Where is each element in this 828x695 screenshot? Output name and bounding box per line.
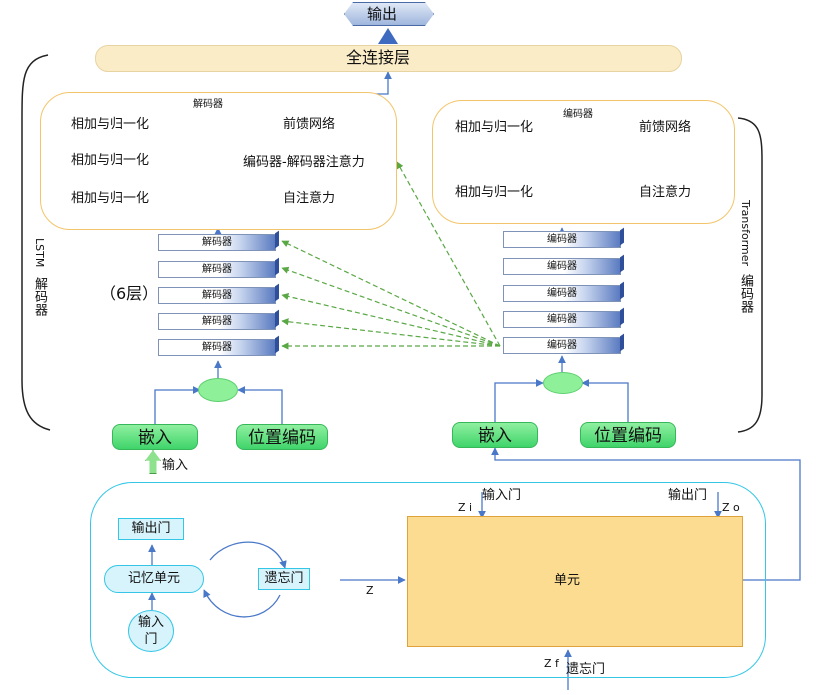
forget-gate-label: 遗忘门	[566, 662, 606, 677]
cell-to-encoder-arrow	[491, 447, 801, 581]
output-label: 输出	[367, 5, 398, 23]
decoder-ffn: 前馈网络	[283, 117, 336, 132]
encoder-embed: 嵌入	[452, 422, 538, 448]
lstm-input-gate: 输入门	[128, 610, 174, 652]
layers-note: （6层）	[100, 284, 159, 303]
fc-label: 全连接层	[346, 48, 411, 67]
output-gate-label: 输出门	[668, 488, 708, 503]
lstm-output-gate: 输出门	[118, 518, 184, 540]
lstm-memory-cell: 记忆单元	[104, 565, 204, 593]
decoder-pos-enc: 位置编码	[236, 424, 328, 450]
encoder-add-norm-2: 相加与归一化	[455, 185, 534, 200]
decoder-embed: 嵌入	[112, 424, 198, 450]
lstm-cell: 单元	[407, 516, 743, 647]
encoder-side-label: Transformer 编码器	[738, 200, 753, 314]
decoder-add-norm-2: 相加与归一化	[71, 153, 150, 168]
decoder-add-norm-3: 相加与归一化	[71, 191, 150, 206]
lstm-forget-gate: 遗忘门	[258, 568, 310, 590]
zf-label: Z f	[544, 657, 559, 670]
output-up-arrowhead	[378, 28, 398, 44]
encoder-layer: 编码器	[503, 258, 621, 275]
decoder-layer: 解码器	[158, 234, 276, 251]
decoder-layer: 解码器	[158, 339, 276, 356]
decoder-title: 解码器	[193, 99, 223, 110]
decoder-input-label: 输入	[162, 458, 189, 473]
output-node: 输出	[344, 2, 434, 26]
encoder-layer: 编码器	[503, 337, 621, 354]
encoder-layer: 编码器	[503, 285, 621, 302]
decoder-add-norm-1: 相加与归一化	[71, 117, 150, 132]
fully-connected-layer: 全连接层	[95, 45, 682, 72]
encoder-self-attention: 自注意力	[639, 185, 692, 200]
encoder-add-node	[543, 372, 583, 394]
decoder-detail-panel: 解码器 相加与归一化 前馈网络 相加与归一化 编码器-解码器注意力 相加与归一化…	[40, 92, 397, 230]
encoder-ffn: 前馈网络	[639, 120, 692, 135]
encoder-title: 编码器	[563, 109, 593, 120]
encoder-detail-panel: 编码器 相加与归一化 前馈网络 相加与归一化 自注意力	[432, 100, 735, 224]
encoder-add-norm-1: 相加与归一化	[455, 120, 534, 135]
zo-label: Z o	[722, 501, 740, 514]
input-gate-label: 输入门	[482, 488, 522, 503]
right-bracket	[737, 117, 763, 433]
cell-label: 单元	[554, 573, 581, 588]
zi-label: Z i	[458, 501, 473, 514]
decoder-side-label: LSTM 解码器	[32, 238, 47, 317]
decoder-self-attention: 自注意力	[283, 191, 336, 206]
encoder-layer: 编码器	[503, 311, 621, 328]
decoder-add-node	[198, 378, 238, 402]
decoder-enc-dec-attention: 编码器-解码器注意力	[243, 155, 365, 170]
decoder-layer: 解码器	[158, 313, 276, 330]
z-label: Z	[366, 584, 374, 597]
encoder-layer: 编码器	[503, 231, 621, 248]
attention-lines	[281, 161, 501, 350]
decoder-layer: 解码器	[158, 287, 276, 304]
encoder-pos-enc: 位置编码	[580, 422, 676, 448]
left-bracket	[21, 54, 51, 431]
lstm-panel	[90, 482, 766, 678]
decoder-layer: 解码器	[158, 261, 276, 278]
